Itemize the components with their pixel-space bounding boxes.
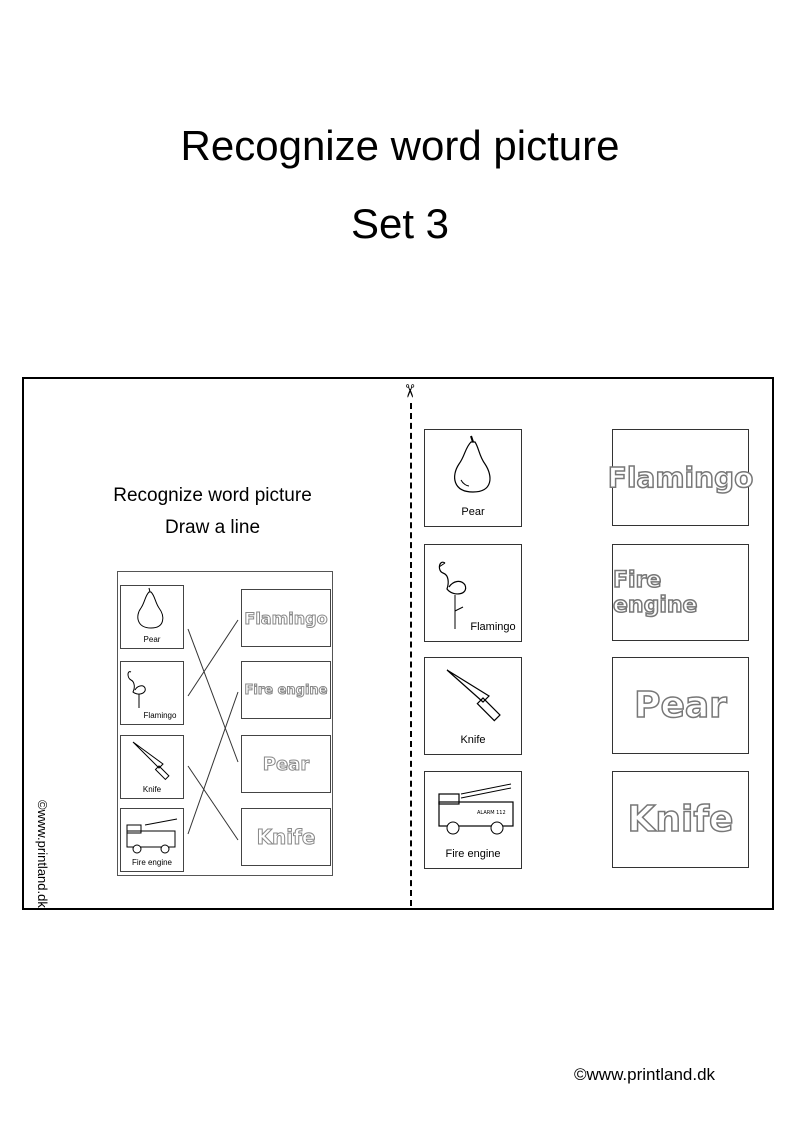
truck-sign: ALARM 112 — [477, 810, 506, 816]
preview-title: Recognize word picture — [113, 485, 312, 506]
pear-icon — [454, 435, 491, 493]
preview-word-card: Fire engine — [241, 661, 331, 719]
word-card: Knife — [612, 771, 749, 868]
preview-card-label: Pear — [143, 635, 161, 644]
knife-icon — [446, 669, 501, 722]
fire-engine-icon — [126, 818, 178, 854]
preview-word-card: Pear — [241, 735, 331, 793]
preview-word-card: Knife — [241, 808, 331, 866]
page-subtitle: Set 3 — [350, 200, 450, 247]
preview-word: Fire engine — [244, 682, 328, 698]
word-card-text: Knife — [627, 798, 734, 841]
answer-line — [187, 691, 239, 835]
answer-line — [187, 765, 239, 841]
word-card-text: Flamingo — [607, 460, 754, 495]
preview-word: Flamingo — [244, 608, 328, 628]
preview-card-knife: Knife — [120, 735, 184, 799]
word-card-text: Fire engine — [612, 567, 698, 619]
picture-card-label: Pear — [461, 506, 485, 518]
word-card: Fire engine — [612, 544, 749, 641]
picture-card-knife: Knife — [424, 657, 522, 755]
picture-card-label: Flamingo — [470, 621, 516, 633]
flamingo-icon — [438, 561, 467, 629]
fire-engine-icon: ALARM 112 — [438, 783, 514, 835]
pear-icon — [137, 587, 164, 629]
preview-word: Pear — [262, 753, 310, 775]
preview-card-label: Knife — [142, 785, 162, 794]
answer-lines — [187, 619, 239, 841]
word-card-text: Pear — [633, 684, 727, 727]
preview-card-fire-engine: Fire engine — [120, 808, 184, 872]
answer-line — [187, 619, 239, 697]
preview-card-pear: Pear — [120, 585, 184, 649]
preview-word: Knife — [256, 825, 316, 850]
preview-sheet: Pear Flamingo Knife Fire engine Flamingo… — [117, 571, 333, 876]
preview-instruction: Draw a line — [164, 517, 261, 538]
picture-card-flamingo: Flamingo — [424, 544, 522, 642]
picture-card-label: Knife — [460, 734, 486, 746]
answer-line — [187, 628, 239, 763]
word-card: Flamingo — [607, 429, 754, 526]
word-card: Pear — [612, 657, 749, 754]
footer-copyright: ©www.printland.dk — [574, 1065, 716, 1084]
preview-copyright: ©www.printland.dk — [35, 800, 50, 908]
cut-line — [410, 403, 412, 906]
picture-card-fire-engine: ALARM 112 Fire engine — [424, 771, 522, 869]
worksheet-frame — [22, 377, 774, 910]
preview-card-flamingo: Flamingo — [120, 661, 184, 725]
preview-word-card: Flamingo — [241, 589, 331, 647]
picture-card-label: Fire engine — [445, 848, 501, 860]
scissors-icon: ✂ — [399, 383, 420, 399]
knife-icon — [132, 741, 170, 781]
preview-card-label: Fire engine — [131, 858, 173, 867]
page-title: Recognize word picture — [180, 122, 620, 169]
preview-card-label: Flamingo — [143, 711, 177, 720]
flamingo-icon — [127, 671, 146, 708]
picture-card-pear: Pear — [424, 429, 522, 527]
